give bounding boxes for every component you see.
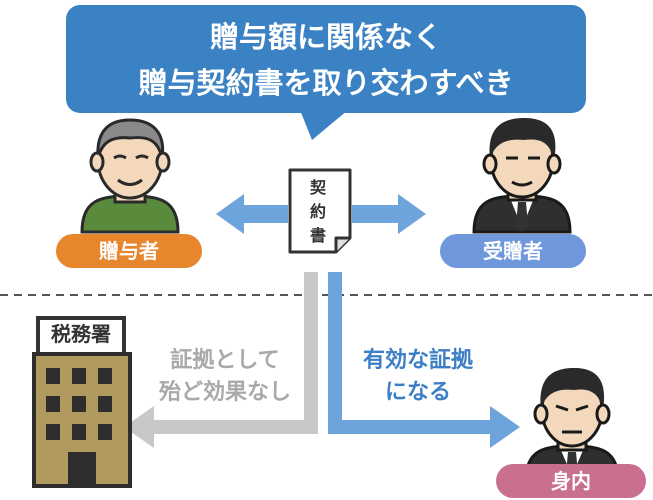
right-caption: 有効な証拠 になる	[348, 345, 488, 409]
right-caption-line-2: になる	[384, 380, 451, 405]
document-char-1: 契	[309, 178, 326, 197]
gray-arrow	[124, 272, 318, 448]
document-char-2: 約	[309, 202, 326, 221]
document-char-3: 書	[309, 226, 326, 245]
right-caption-line-1: 有効な証拠	[362, 348, 473, 373]
document-label: 契 約 書	[297, 176, 339, 248]
headline-line-2: 贈与契約書を取り交わすべき	[138, 66, 514, 100]
receiver-badge	[440, 234, 586, 268]
left-caption-line-1: 証拠として	[170, 348, 280, 373]
relative-label: 身内	[551, 469, 591, 493]
relative-badge	[496, 464, 646, 498]
receiver-person-icon	[472, 118, 572, 234]
left-arrow	[216, 194, 288, 234]
left-caption: 証拠として 殆ど効果なし	[150, 345, 300, 409]
left-caption-line-2: 殆ど効果なし	[158, 380, 291, 405]
headline: 贈与額に関係なく 贈与契約書を取り交わすべき	[70, 14, 582, 106]
right-arrow	[352, 194, 426, 234]
headline-line-1: 贈与額に関係なく	[209, 20, 442, 54]
giver-person-icon	[80, 118, 180, 234]
giver-label: 贈与者	[99, 239, 159, 263]
contract-document-icon	[288, 168, 352, 254]
tax-office-label: 税務署	[51, 322, 111, 346]
giver-badge	[56, 234, 202, 268]
blue-arrow	[328, 272, 520, 448]
speech-bubble	[66, 5, 586, 140]
tax-office-building-icon	[32, 316, 132, 488]
receiver-label: 受贈者	[483, 239, 543, 263]
relative-person-icon	[524, 368, 620, 482]
